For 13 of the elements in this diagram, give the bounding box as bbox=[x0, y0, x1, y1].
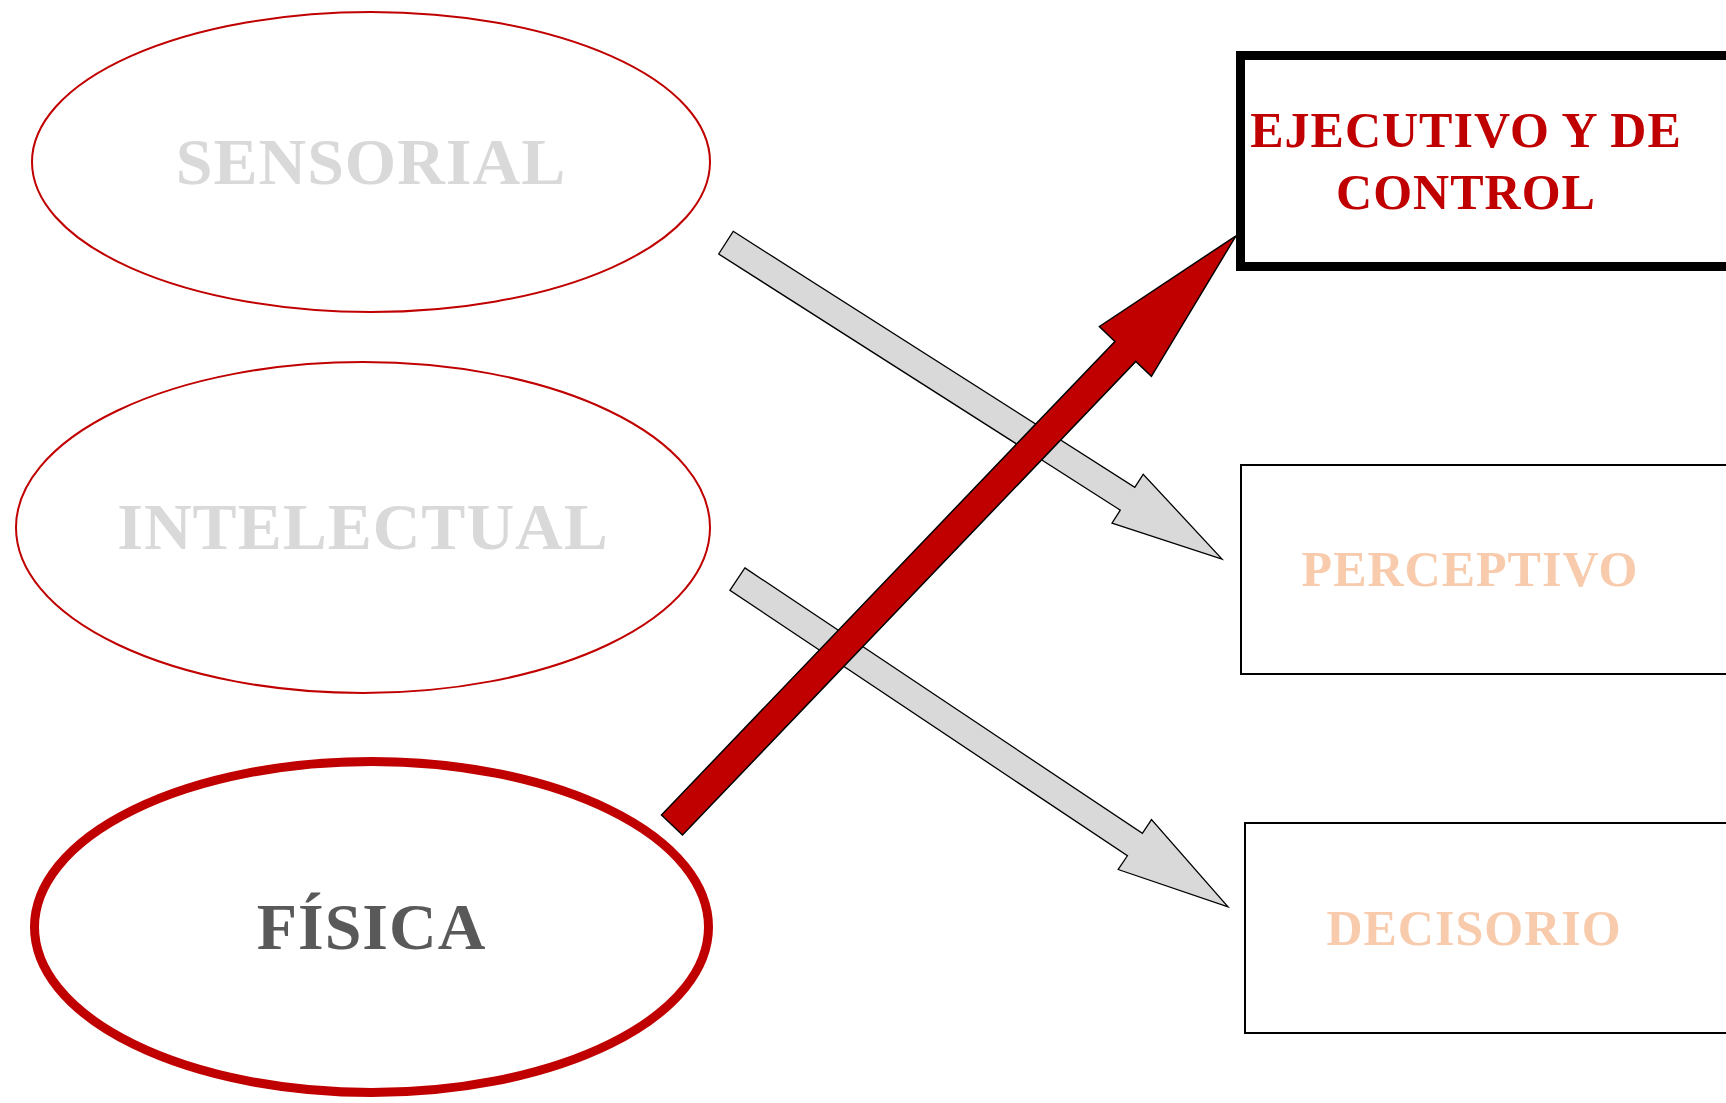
category-label: DECISORIO bbox=[1326, 898, 1622, 958]
block-arrow bbox=[660, 235, 1237, 837]
category-ellipse bbox=[31, 11, 711, 313]
category-box bbox=[1240, 464, 1726, 675]
category-ellipse bbox=[15, 361, 711, 694]
category-label: EJECUTIVO Y DE CONTROL bbox=[1249, 100, 1683, 222]
block-arrow bbox=[729, 567, 1231, 909]
category-box bbox=[1244, 822, 1726, 1034]
category-box bbox=[1236, 51, 1726, 271]
block-arrow bbox=[717, 230, 1225, 561]
category-label: PERCEPTIVO bbox=[1301, 540, 1639, 600]
category-label: FÍSICA bbox=[256, 888, 487, 965]
category-ellipse bbox=[30, 757, 713, 1097]
